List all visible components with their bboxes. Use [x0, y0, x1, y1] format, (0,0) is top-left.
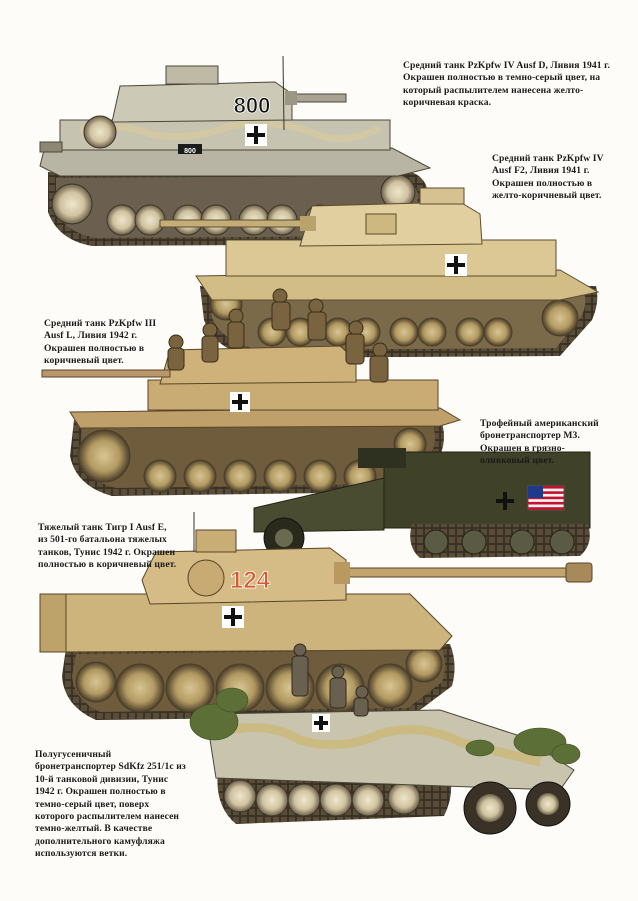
- caption-panzer-iii-l: Средний танк PzKpfw III Ausf L, Ливия 19…: [44, 318, 157, 367]
- tiger-turret-number: 124: [230, 567, 271, 594]
- caption-tiger-i: Тяжелый танк Тигр I Ausf E, из 501-го ба…: [38, 522, 177, 571]
- m3-halftrack: [253, 448, 591, 559]
- caption-sdkfz-251: Полугусеничный бронетранспортер SdKfz 25…: [35, 749, 186, 860]
- caption-panzer-iv-d: Средний танк PzKpfw IV Ausf D, Ливия 194…: [403, 60, 611, 109]
- sdkfz-251-halftrack: [189, 643, 581, 835]
- caption-panzer-iv-f2: Средний танк PzKpfw IV Ausf F2, Ливия 19…: [492, 153, 604, 202]
- caption-m3-halftrack: Трофейный американский бронетранспортер …: [480, 418, 599, 467]
- pz4d-number-plate: 800: [184, 148, 196, 155]
- pz4d-turret-number: 800: [234, 93, 271, 118]
- panzer-iii-ausf-l: [41, 288, 462, 496]
